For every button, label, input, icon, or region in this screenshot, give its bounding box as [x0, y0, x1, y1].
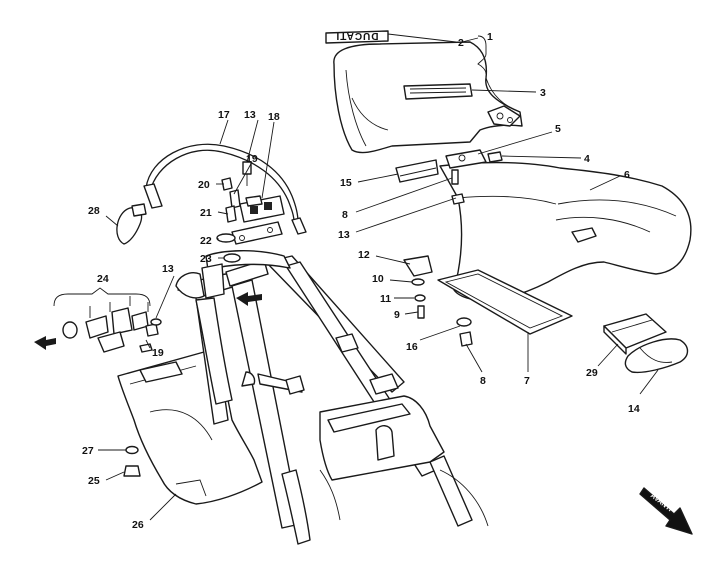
- label-19-top: 19: [246, 153, 258, 165]
- label-25: 25: [88, 475, 100, 487]
- label-1: 1: [487, 31, 493, 43]
- label-20: 20: [198, 179, 210, 191]
- rear-subframe: [175, 250, 489, 545]
- label-13-right: 13: [338, 229, 350, 241]
- nut-washer: [123, 445, 141, 477]
- seat: [439, 161, 692, 302]
- label-23: 23: [200, 253, 212, 265]
- group-brace-1: [477, 35, 487, 75]
- group-bracket-24: [53, 287, 151, 307]
- bracket-15: [395, 159, 439, 183]
- cable-loop: [116, 203, 147, 245]
- label-24: 24: [97, 273, 109, 285]
- decal-stamp-text: DUCATI: [335, 30, 378, 41]
- label-4: 4: [584, 153, 590, 165]
- label-28: 28: [88, 205, 100, 217]
- label-26: 26: [132, 519, 144, 531]
- label-3: 3: [540, 87, 546, 99]
- label-12: 12: [358, 249, 370, 261]
- label-8-upper: 8: [342, 209, 348, 221]
- arrow-icon: [236, 292, 262, 306]
- tail-fairing: [333, 41, 523, 154]
- hinge-bracket-5: [445, 149, 503, 169]
- label-21: 21: [200, 207, 212, 219]
- front-arrow-icon: [639, 487, 693, 535]
- hinge-hardware: [62, 296, 162, 353]
- label-16: 16: [406, 341, 418, 353]
- label-8-lower: 8: [480, 375, 486, 387]
- label-19-bottom: 19: [152, 347, 164, 359]
- part-number-labels: 1 2 3 4 5 6 7 8 8 9 10 11 12 13 13 13 14…: [82, 31, 640, 531]
- leader-lines: [98, 33, 659, 521]
- label-15: 15: [340, 177, 352, 189]
- label-7: 7: [524, 375, 530, 387]
- label-10: 10: [372, 273, 384, 285]
- fasteners-16-8: [456, 317, 473, 347]
- undertray: [117, 351, 263, 505]
- screws-8-13: [451, 169, 465, 205]
- label-5: 5: [555, 123, 561, 135]
- seat-lock-cable: [143, 143, 307, 235]
- bracket-12: [403, 255, 433, 319]
- label-18: 18: [268, 111, 280, 123]
- label-9: 9: [394, 309, 400, 321]
- label-27: 27: [82, 445, 94, 457]
- label-13-left: 13: [162, 263, 174, 275]
- arrow-icon: [34, 336, 56, 350]
- label-29: 29: [586, 367, 598, 379]
- seat-lock: [216, 161, 285, 263]
- plate: [437, 269, 573, 335]
- owner-manual: [603, 313, 667, 355]
- label-22: 22: [200, 235, 212, 247]
- tool-pouch: [624, 338, 689, 374]
- label-13-top: 13: [244, 109, 256, 121]
- label-14: 14: [628, 403, 640, 415]
- label-6: 6: [624, 169, 630, 181]
- decal-strip: DUCATI: [325, 30, 389, 44]
- label-11: 11: [380, 293, 391, 305]
- label-17: 17: [218, 109, 230, 121]
- label-2: 2: [458, 37, 464, 49]
